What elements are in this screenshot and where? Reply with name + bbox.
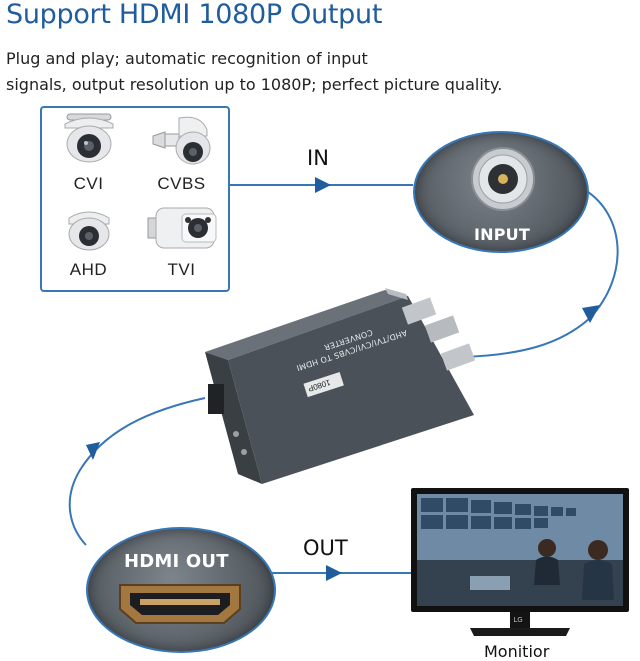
device-badge: [303, 372, 344, 398]
in-label: IN: [307, 146, 329, 170]
out-label: OUT: [303, 536, 348, 560]
camera-tvi: TVI: [135, 200, 228, 288]
hdmi-port-icon: [119, 584, 241, 624]
hdmi-out-label: HDMI OUT: [124, 551, 229, 572]
output-port-closeup: HDMI OUT: [86, 527, 276, 653]
input-port-closeup: INPUT: [413, 131, 589, 253]
camera-types-panel: CVI CVBS AHD TVI: [40, 106, 230, 292]
camera-label-cvi: CVI: [73, 174, 104, 193]
bnc-connector-icon: [401, 297, 476, 371]
dome-camera-icon: [68, 211, 109, 251]
ptz-camera-icon: [152, 116, 210, 165]
out-arrow-icon: [326, 565, 342, 581]
camera-cvi: CVI: [42, 108, 135, 196]
camera-ahd: AHD: [42, 200, 135, 288]
subtitle-line-2: signals, output resolution up to 1080P; …: [6, 75, 503, 94]
camera-label-ahd: AHD: [69, 260, 108, 279]
camera-label-cvbs: CVBS: [157, 174, 206, 193]
output-arrow-icon: [86, 442, 100, 460]
subtitle-line-1: Plug and play; automatic recognition of …: [6, 49, 368, 68]
input-label: INPUT: [474, 225, 530, 244]
bullet-camera-icon: [147, 207, 216, 249]
camera-cvbs: CVBS: [135, 108, 228, 196]
hdmi-port-icon: [208, 384, 224, 414]
monitor-caption: Monitior: [484, 642, 550, 661]
monitor-brand-logo: LG: [513, 616, 522, 624]
subtitle: Plug and play; automatic recognition of …: [6, 46, 606, 98]
in-arrow-icon: [315, 177, 331, 193]
bnc-connector-icon: [471, 147, 535, 211]
camera-label-tvi: TVI: [167, 260, 196, 279]
page-title: Support HDMI 1080P Output: [6, 0, 383, 30]
input-arrow-icon: [582, 305, 600, 323]
dome-camera-icon: [64, 113, 113, 163]
